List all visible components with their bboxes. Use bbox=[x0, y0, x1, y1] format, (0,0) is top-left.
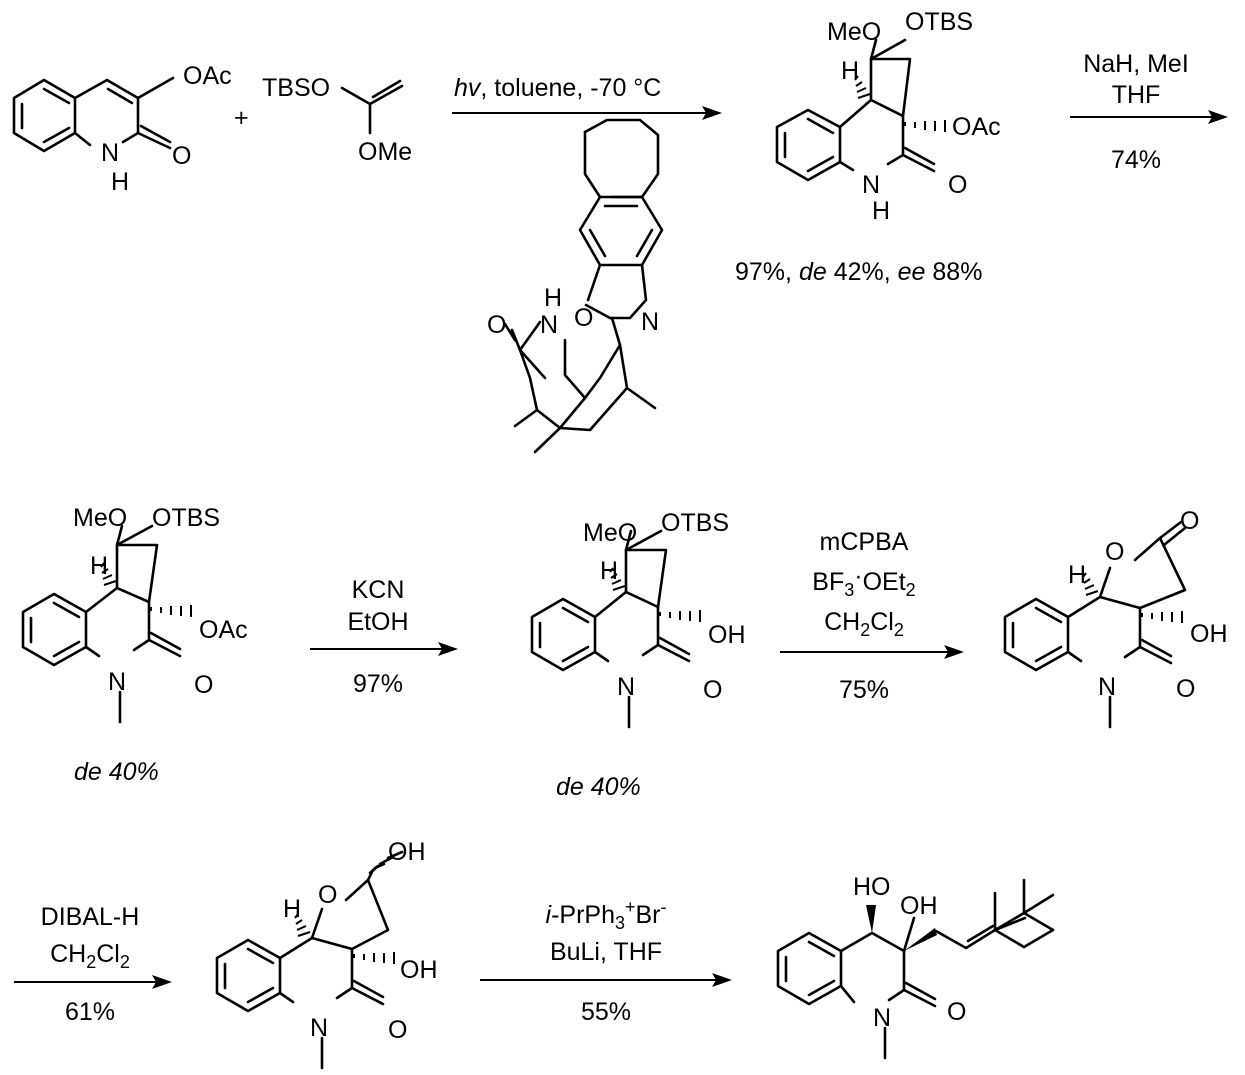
step6-line1: i-PrPh3+Br- bbox=[546, 897, 667, 933]
p2-n-label: N bbox=[108, 668, 126, 696]
product2-n-methyl: MeO OTBS H OAc N O de 40% bbox=[21, 504, 248, 786]
p6-ho-label: HO bbox=[853, 873, 891, 901]
p5-oh-label: OH bbox=[400, 956, 438, 984]
step1-arrow: hv, toluene, -70 °C bbox=[452, 74, 722, 120]
step2-yield: 74% bbox=[1111, 146, 1161, 174]
carbonyl-o-label: O bbox=[172, 142, 191, 170]
lactam-h-label: H bbox=[544, 284, 562, 312]
p1-n-label: N bbox=[862, 171, 880, 199]
step2-arrow: NaH, MeI THF 74% bbox=[1070, 50, 1228, 174]
p3-de-label: de 40% bbox=[556, 773, 641, 801]
step1-conditions: hv, toluene, -70 °C bbox=[454, 74, 661, 102]
p3-h-label: H bbox=[600, 557, 618, 585]
product6-final: HO OH N O bbox=[776, 873, 1055, 1060]
step5-line1: DIBAL-H bbox=[41, 903, 140, 931]
product1-cyclobutane: MeO OTBS H OAc N H O 97%, de 42%, ee 88% bbox=[735, 8, 1001, 286]
p2-meo-label: MeO bbox=[73, 504, 127, 532]
p6-n-label: N bbox=[873, 1004, 891, 1032]
oxazole-n-label: N bbox=[641, 308, 659, 336]
ketene-silyl-acetal: TBSO OMe bbox=[262, 74, 412, 166]
p5-n-label: N bbox=[310, 1014, 328, 1042]
step5-yield: 61% bbox=[65, 998, 115, 1026]
p1-otbs-label: OTBS bbox=[905, 8, 973, 36]
step3-arrow: KCN EtOH 97% bbox=[310, 576, 458, 698]
p4-o-label: O bbox=[1176, 675, 1195, 703]
lactam-n-label: N bbox=[540, 311, 558, 339]
p1-oac-label: OAc bbox=[952, 113, 1001, 141]
p1-yield-label: 97%, de 42%, ee 88% bbox=[735, 258, 982, 286]
product4-lactone: H O O OH N O bbox=[1003, 507, 1228, 729]
plus-sign: + bbox=[234, 104, 249, 132]
product5-lactol: OH H O OH N O bbox=[215, 838, 438, 1070]
product3-alcohol: MeO OTBS H OH N O de 40% bbox=[530, 509, 746, 801]
chiral-template-catalyst: O N O N H bbox=[487, 118, 664, 454]
p5-h-label: H bbox=[283, 895, 301, 923]
step3-yield: 97% bbox=[353, 670, 403, 698]
p3-meo-label: MeO bbox=[583, 519, 637, 547]
p2-otbs-label: OTBS bbox=[152, 504, 220, 532]
step4-yield: 75% bbox=[839, 676, 889, 704]
nh-h-label: H bbox=[111, 168, 129, 196]
p2-oac-label: OAc bbox=[199, 616, 248, 644]
p3-n-label: N bbox=[617, 673, 635, 701]
oac-label: OAc bbox=[183, 62, 232, 90]
step2-line1: NaH, MeI bbox=[1083, 50, 1189, 78]
p3-oh-label: OH bbox=[708, 621, 746, 649]
p1-meo-label: MeO bbox=[827, 18, 881, 46]
step4-arrow: mCPBA BF3·OEt2 CH2Cl2 75% bbox=[780, 528, 964, 704]
p3-o-label: O bbox=[703, 676, 722, 704]
step3-line1: KCN bbox=[352, 576, 405, 604]
step4-line3: CH2Cl2 bbox=[824, 608, 904, 640]
p5-oh-top-label: OH bbox=[388, 838, 426, 866]
p5-o-label: O bbox=[388, 1016, 407, 1044]
step2-line2: THF bbox=[1112, 81, 1161, 109]
p1-nh-label: H bbox=[872, 197, 890, 225]
starting-quinolinone: OAc N H O bbox=[12, 62, 232, 196]
p1-h-label: H bbox=[841, 57, 859, 85]
lactam-o-label: O bbox=[487, 311, 506, 339]
p6-oh-label: OH bbox=[900, 892, 938, 920]
oxazole-o-label: O bbox=[574, 304, 593, 332]
p3-otbs-label: OTBS bbox=[661, 509, 729, 537]
step3-line2: EtOH bbox=[347, 608, 408, 636]
p5-ring-o-label: O bbox=[318, 881, 337, 909]
p2-o-label: O bbox=[194, 671, 213, 699]
tbso-label: TBSO bbox=[262, 74, 330, 102]
step6-line2: BuLi, THF bbox=[550, 938, 662, 966]
p1-o-label: O bbox=[948, 171, 967, 199]
p6-o-label: O bbox=[947, 998, 966, 1026]
step6-arrow: i-PrPh3+Br- BuLi, THF 55% bbox=[480, 897, 732, 1026]
n-label: N bbox=[101, 139, 119, 167]
p4-oh-label: OH bbox=[1190, 620, 1228, 648]
p4-h-label: H bbox=[1068, 561, 1086, 589]
step6-yield: 55% bbox=[581, 998, 631, 1026]
p2-h-label: H bbox=[90, 552, 108, 580]
p2-de-label: de 40% bbox=[74, 758, 159, 786]
step5-line2: CH2Cl2 bbox=[50, 940, 130, 972]
ome-label: OMe bbox=[358, 138, 412, 166]
p4-ring-o-label: O bbox=[1105, 538, 1124, 566]
p4-n-label: N bbox=[1098, 673, 1116, 701]
step4-line2: BF3·OEt2 bbox=[812, 562, 915, 600]
step4-line1: mCPBA bbox=[820, 528, 909, 556]
step5-arrow: DIBAL-H CH2Cl2 61% bbox=[14, 903, 172, 1026]
p4-keto-o-label: O bbox=[1180, 507, 1199, 535]
